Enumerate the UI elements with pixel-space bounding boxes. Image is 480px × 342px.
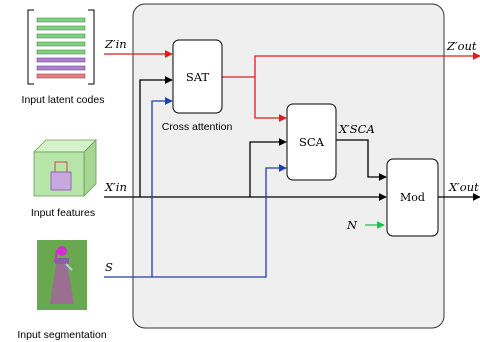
sat-to-z-out-arrow [222,52,480,78]
mod-block [386,158,439,237]
sat-block-label: SAT [186,70,210,84]
feature-cube-icon [33,139,97,197]
cross-attention-caption: Cross attention [162,121,233,133]
mod-block-label: Mod [400,191,425,204]
z-out-symbol: Z′out [446,39,477,53]
n-symbol: N [346,218,358,232]
segmentation-label: Input segmentation [17,329,106,341]
s-to-sca-arrow [104,164,287,278]
s-symbol: S [105,260,113,274]
sat-block [172,39,223,114]
sca-block-label: SCA [299,135,325,149]
x-in-to-sat-arrow [139,76,173,197]
segmentation-image-icon [37,240,87,310]
latent-codes-label: Input latent codes [22,94,105,106]
features-label: Input features [31,207,95,219]
sat-to-sca-arrow [254,77,287,122]
sca-block [286,103,337,181]
x-sca-symbol: X′SCA [338,122,375,136]
z-in-symbol: Z′in [104,37,127,51]
x-in-symbol: X′in [104,180,127,194]
sca-to-mod-arrow [336,139,387,181]
s-to-sat-arrow [151,97,173,277]
x-out-symbol: X′out [448,180,479,194]
latent-codes-icon [27,9,95,85]
x-in-to-sca-arrow [249,138,287,197]
